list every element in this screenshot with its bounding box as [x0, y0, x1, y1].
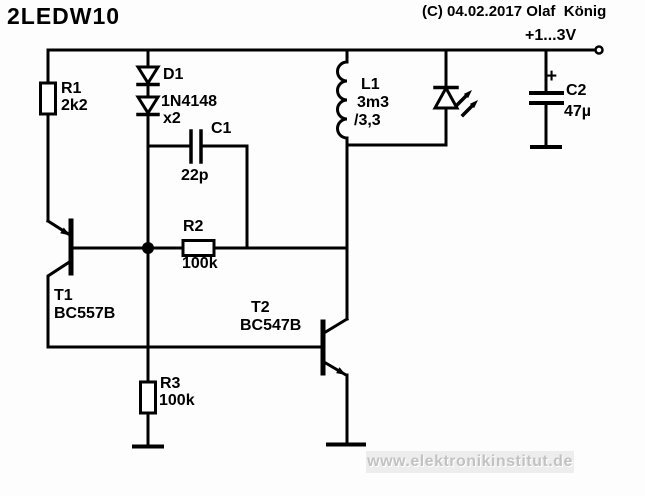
- r3-value-label: 100k: [159, 392, 195, 409]
- d1-part-label: 1N4148: [161, 93, 218, 110]
- l1-ref-label: L1: [361, 76, 380, 93]
- t2-part-label: BC547B: [240, 317, 302, 334]
- c2-value-label: 47µ: [564, 103, 592, 120]
- resistor-r3-symbol: [134, 382, 162, 447]
- diode-d1-symbol: [138, 50, 158, 382]
- c1-ref-label: C1: [211, 120, 232, 137]
- led-symbol: [435, 50, 478, 145]
- t2-ref-label: T2: [251, 299, 270, 316]
- watermark-text: www.elektronikinstitut.de: [366, 451, 574, 473]
- supply-voltage-label: +1...3V: [525, 27, 577, 44]
- supply-terminal: [596, 47, 603, 54]
- schematic-title: 2LEDW10: [7, 3, 121, 29]
- transistor-t2-symbol: [323, 319, 364, 445]
- r3-ref-label: R3: [160, 375, 181, 392]
- c1-value-label: 22p: [181, 167, 209, 184]
- resistor-r1-symbol: [41, 50, 56, 221]
- c2-ref-label: C2: [566, 82, 587, 99]
- copyright-text: (C) 04.02.2017 Olaf König: [422, 3, 607, 20]
- inductor-l1-symbol: [338, 50, 347, 145]
- led-emission-arrows-icon: [457, 90, 478, 115]
- capacitor-c2-symbol: [531, 50, 562, 147]
- r2-ref-label: R2: [183, 218, 204, 235]
- r1-ref-label: R1: [61, 80, 82, 97]
- l1-value2-label: /3,3: [354, 112, 381, 129]
- t1-ref-label: T1: [54, 287, 73, 304]
- transistor-t1-symbol: [48, 221, 321, 347]
- r2-value-label: 100k: [182, 255, 218, 272]
- t1-part-label: BC557B: [54, 305, 116, 322]
- d1-qty-label: x2: [163, 110, 181, 127]
- l1-value-label: 3m3: [357, 94, 390, 111]
- resistor-r2-symbol: [154, 241, 345, 256]
- t2-emitter-arrow-icon: [336, 367, 346, 375]
- capacitor-c1-symbol: [148, 131, 247, 246]
- r1-value-label: 2k2: [61, 97, 88, 114]
- power-rail-wire: [48, 47, 603, 54]
- t1-emitter-arrow-icon: [60, 227, 70, 236]
- d1-ref-label: D1: [163, 66, 184, 83]
- collector-node-wire: [347, 145, 446, 319]
- c2-polarity-label: +: [546, 66, 558, 87]
